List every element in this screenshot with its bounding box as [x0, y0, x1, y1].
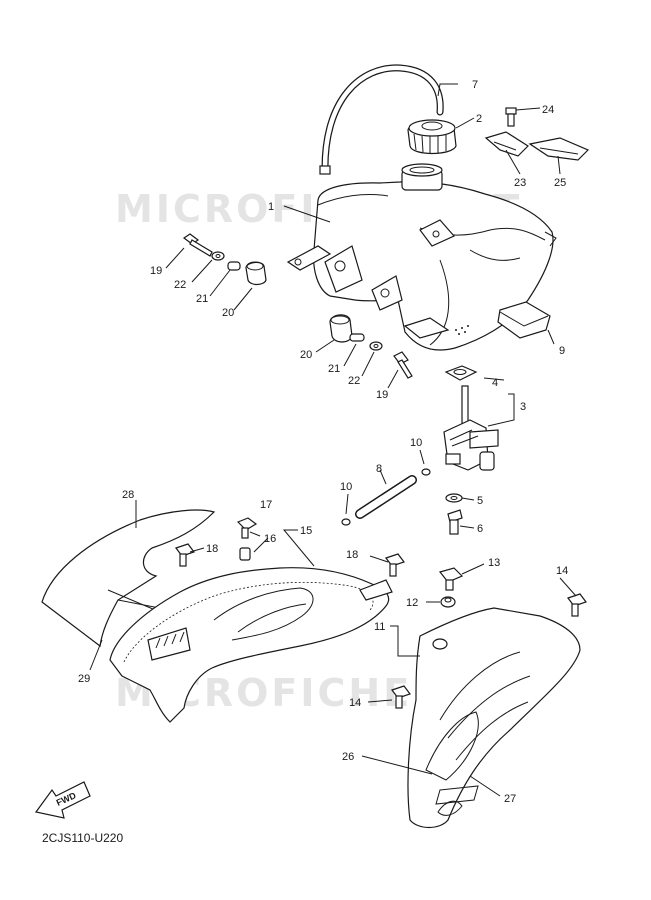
label-21-bottom: 21: [328, 363, 340, 375]
label-27: 27: [504, 793, 516, 805]
label-25: 25: [554, 177, 566, 189]
label-19-top: 19: [150, 265, 162, 277]
side-cover-right: [407, 607, 581, 829]
label-14-left: 14: [349, 697, 361, 709]
fuel-cock: [443, 365, 499, 535]
label-21-top: 21: [196, 293, 208, 305]
label-6: 6: [477, 523, 483, 535]
collar-16: [239, 547, 251, 561]
part-labels: 1 2 3 4 5 6 7 8 9 10 10 11 12 13 14 14 1…: [78, 79, 568, 805]
fuel-hose: [341, 468, 431, 526]
label-23: 23: [514, 177, 526, 189]
damper-9: [497, 301, 551, 339]
label-22-top: 22: [174, 279, 186, 291]
fuel-cap: [407, 119, 457, 155]
label-22-bottom: 22: [348, 375, 360, 387]
label-14-right: 14: [556, 565, 568, 577]
bolt-24: [505, 107, 517, 127]
label-19-bottom: 19: [376, 389, 388, 401]
bolt-18-right: [385, 553, 405, 577]
leader-lines: [89, 83, 577, 797]
label-5: 5: [477, 495, 483, 507]
mount-hardware-bottom: [329, 314, 413, 379]
label-29: 29: [78, 673, 90, 685]
label-2: 2: [476, 113, 482, 125]
fwd-arrow-icon: FWD: [34, 781, 91, 819]
vent-holes: [455, 325, 469, 335]
label-18-left: 18: [206, 543, 218, 555]
label-12: 12: [406, 597, 418, 609]
bolt-14-left: [391, 685, 411, 709]
collar-12: [440, 596, 456, 608]
label-11: 11: [374, 621, 385, 633]
label-28: 28: [122, 489, 134, 501]
bolt-18-left: [175, 543, 195, 567]
label-17: 17: [260, 499, 272, 511]
label-26: 26: [342, 751, 354, 763]
label-18-right: 18: [346, 549, 358, 561]
label-24: 24: [542, 104, 554, 116]
bolt-13: [438, 567, 464, 591]
mount-hardware-top: [182, 233, 267, 286]
label-15: 15: [300, 525, 312, 537]
label-3: 3: [520, 401, 526, 413]
seat: [109, 567, 393, 723]
label-13: 13: [488, 557, 500, 569]
bracket-23: [484, 131, 529, 157]
label-1: 1: [268, 201, 274, 213]
bolt-14-right: [567, 593, 587, 617]
figure-code: 2CJS110-U220: [42, 831, 123, 845]
label-16: 16: [264, 533, 276, 545]
label-7: 7: [472, 79, 478, 91]
label-10-lower: 10: [340, 481, 352, 493]
label-9: 9: [559, 345, 565, 357]
fuel-tank: [286, 163, 557, 351]
label-4: 4: [492, 377, 498, 389]
label-20-bottom: 20: [300, 349, 312, 361]
label-8: 8: [376, 463, 382, 475]
label-10-upper: 10: [410, 437, 422, 449]
bolt-17: [236, 517, 258, 539]
label-20-top: 20: [222, 307, 234, 319]
bracket-25: [528, 137, 590, 161]
